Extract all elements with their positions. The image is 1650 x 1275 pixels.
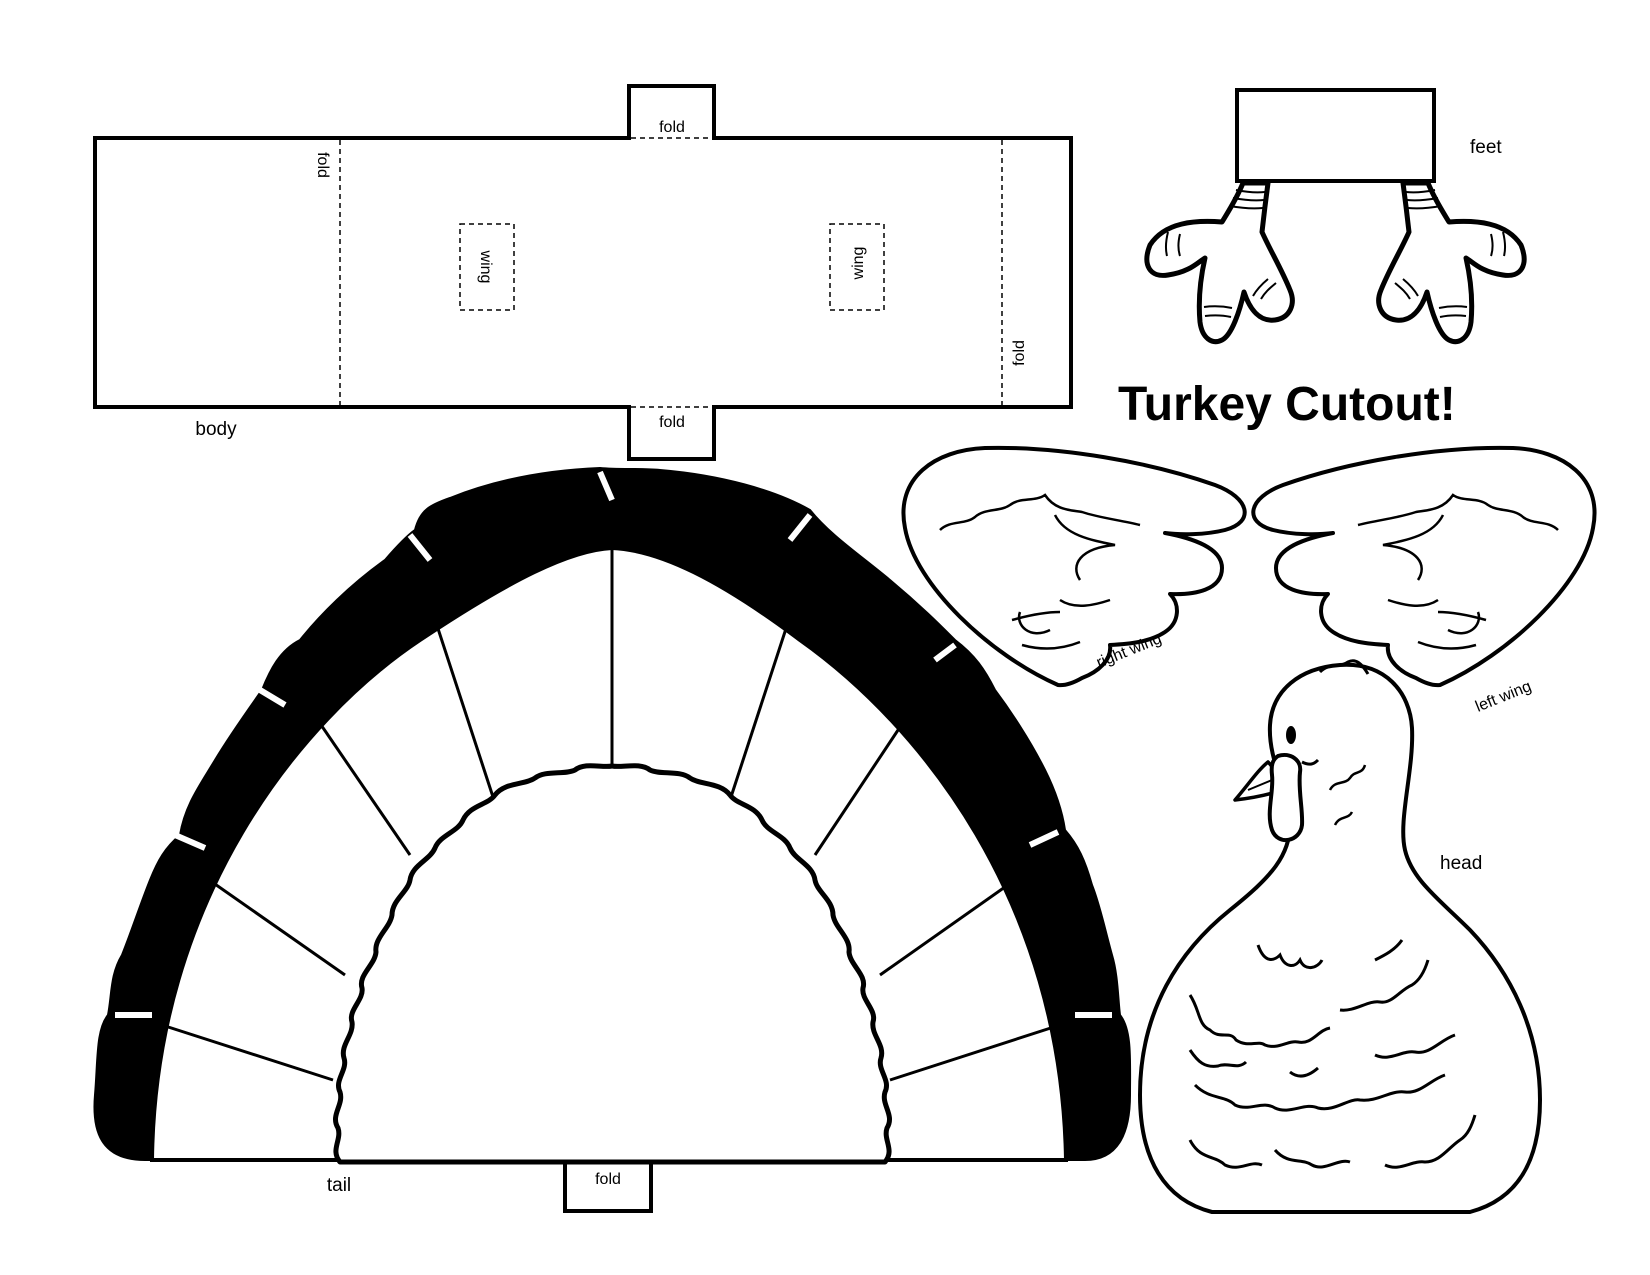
body-label: body: [195, 419, 237, 440]
right-wing-icon: [901, 445, 1247, 688]
right-foot-icon: [1376, 180, 1527, 345]
wing-slot-left-label: wing: [477, 250, 494, 284]
left-wing-icon: [1251, 445, 1597, 688]
fold-label-top: fold: [659, 119, 685, 136]
body-piece: fold fold fold fold wing wing body: [93, 84, 1073, 461]
wing-slot-right-label: wing: [850, 247, 867, 281]
feet-piece: feet: [1144, 88, 1527, 345]
wing-slot-left: [459, 223, 515, 311]
tail-fold-label: fold: [595, 1171, 621, 1188]
turkey-head-icon: [1138, 662, 1542, 1214]
left-foot-icon: [1144, 180, 1295, 345]
head-piece: head: [1138, 659, 1542, 1214]
body-bottom-tab: [627, 405, 716, 461]
tail-feather-lines: [161, 548, 1061, 1082]
fold-label-left: fold: [314, 152, 331, 178]
left-wing-piece: left wing: [1251, 445, 1597, 716]
fold-label-bottom: fold: [659, 414, 685, 431]
body-panel: [93, 136, 1073, 409]
tail-inner-fan: [333, 763, 892, 1165]
tail-fold-tab: [563, 1158, 653, 1213]
page-title: Turkey Cutout!: [1118, 378, 1456, 431]
fold-label-right: fold: [1011, 340, 1028, 366]
turkey-eye-icon: [1286, 726, 1296, 744]
feet-tab: [1235, 88, 1436, 183]
head-label: head: [1440, 853, 1482, 874]
turkey-wattle-icon: [1267, 753, 1305, 842]
tail-label: tail: [327, 1175, 351, 1196]
left-wing-label: left wing: [1473, 678, 1534, 716]
tail-piece: fold tail: [93, 467, 1132, 1213]
wing-slot-right: [829, 223, 885, 311]
feet-label: feet: [1470, 137, 1502, 158]
